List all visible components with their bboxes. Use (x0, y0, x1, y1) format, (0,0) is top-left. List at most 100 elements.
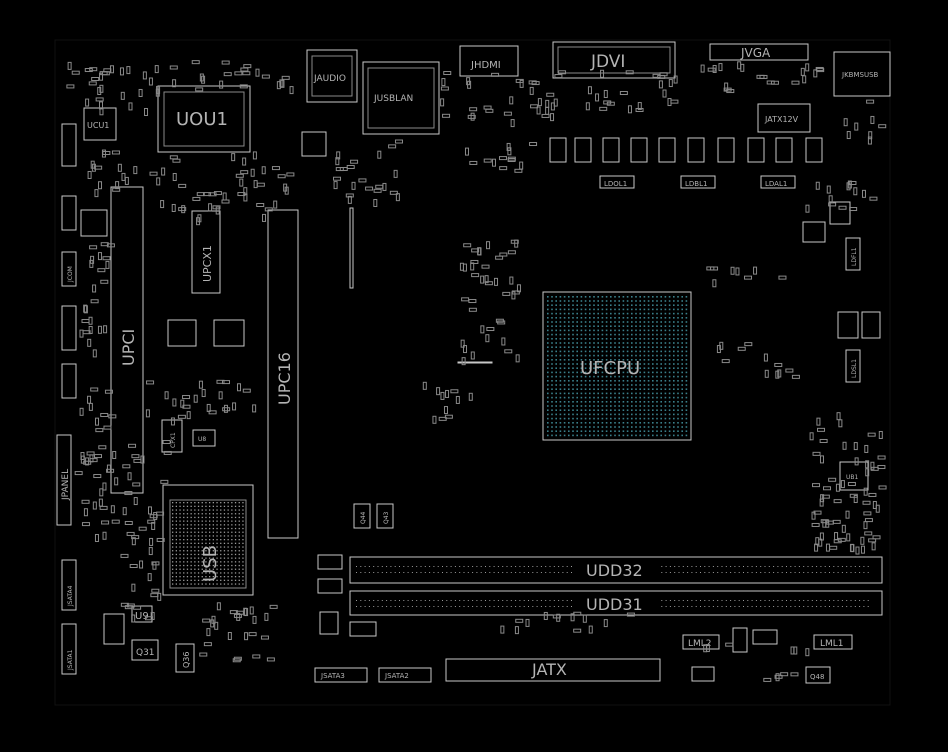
cpu-ball (681, 342, 683, 344)
cpu-ball (664, 296, 667, 298)
dimm-pin (540, 572, 542, 573)
cpu-ball (631, 380, 633, 382)
dimm-pin (459, 606, 461, 607)
dimm-pin (489, 600, 491, 601)
mosfet-right-4 (861, 311, 881, 339)
cpu-ball (568, 317, 570, 319)
passive (510, 119, 515, 128)
cpu-ball (631, 317, 633, 319)
passive (142, 71, 147, 80)
cpu-ball (631, 371, 633, 374)
cpu-ball (576, 371, 578, 374)
cpu-ball (576, 308, 578, 311)
cpu-ball (551, 342, 553, 344)
passive (395, 193, 400, 202)
passive (252, 404, 257, 413)
sb-ball (212, 535, 214, 537)
passive (87, 170, 92, 179)
passive (377, 150, 382, 159)
cpu-ball (664, 317, 667, 319)
cpu-ball (681, 325, 683, 327)
cpu-ball (593, 392, 595, 395)
u9-chip: U9 (131, 605, 153, 623)
passive (846, 533, 851, 542)
chip-right-bottom-2 (752, 629, 778, 645)
passive (97, 325, 102, 334)
sb-ball (212, 564, 214, 567)
cpu-ball (656, 367, 658, 369)
cpu-ball (576, 300, 578, 302)
cpu-ball (555, 405, 557, 407)
cpu-ball (568, 367, 570, 369)
dimm-pin (790, 606, 792, 607)
sb-ball (172, 531, 174, 533)
cpu-ball (601, 396, 604, 399)
dimm-pin (459, 572, 461, 573)
cpu-ball (580, 384, 583, 386)
dimm-pin (463, 566, 465, 567)
cpu-ball (660, 396, 662, 399)
dimm-pin (510, 566, 512, 567)
passive (347, 195, 352, 204)
cpu-ball (626, 346, 629, 348)
passive (862, 500, 871, 505)
lml2-inductor: LML2 (682, 634, 720, 650)
cpu-ball (681, 354, 683, 357)
cpu-ball (673, 304, 675, 306)
sb-ball (179, 576, 181, 578)
passive (203, 192, 212, 197)
cpu-ball (664, 396, 667, 399)
passive (509, 276, 514, 285)
cpu-ball (605, 426, 608, 428)
cpu-ball (584, 401, 587, 403)
passive (181, 205, 186, 214)
cpu-ball (559, 434, 562, 437)
cpu-ball (601, 300, 604, 302)
cpu-ball (547, 317, 549, 319)
passive (834, 532, 839, 541)
dimm-pin (773, 566, 775, 567)
cpu-ball (656, 405, 658, 407)
jkbmsusb-connector: JKBMSUSB (833, 51, 891, 97)
cpu-ball (568, 304, 570, 306)
passive (766, 80, 775, 85)
dimm-pin (540, 600, 542, 601)
sb-ball (220, 572, 222, 574)
cpu-ball (635, 363, 637, 365)
cpu-ball (673, 392, 675, 395)
cpu-ball (597, 359, 599, 361)
cpu-ball (677, 388, 679, 390)
cpu-ball (673, 296, 675, 298)
cpu-ball (551, 384, 553, 386)
passive (199, 652, 208, 657)
passive (763, 353, 768, 362)
cpu-ball (559, 338, 562, 340)
cpu-ball (593, 296, 595, 298)
sb-ball (242, 516, 244, 519)
sb-ball (194, 576, 196, 578)
cpu-ball (551, 367, 553, 369)
passive (256, 182, 265, 187)
cpu-ball (593, 308, 595, 311)
dimm-pin (437, 606, 439, 607)
cpu-ball (580, 304, 583, 306)
passive (815, 537, 820, 546)
sb-ball (183, 502, 185, 504)
passive (172, 398, 177, 407)
cpu-ball (656, 396, 658, 399)
dimm-pin (721, 572, 723, 573)
cpu-ball (656, 430, 658, 432)
cpu-ball (584, 342, 587, 344)
cpu-ball (664, 367, 667, 369)
passive (89, 458, 98, 463)
cpu-ball (614, 396, 616, 399)
sb-ball (205, 509, 207, 511)
dimm-pin (704, 600, 706, 601)
passive (825, 519, 830, 528)
cpu-ball (589, 380, 591, 382)
upci-label: UPCI (119, 329, 138, 366)
passive (115, 181, 120, 190)
passive (222, 407, 231, 412)
cpu-ball (572, 413, 574, 416)
passive (802, 75, 807, 84)
